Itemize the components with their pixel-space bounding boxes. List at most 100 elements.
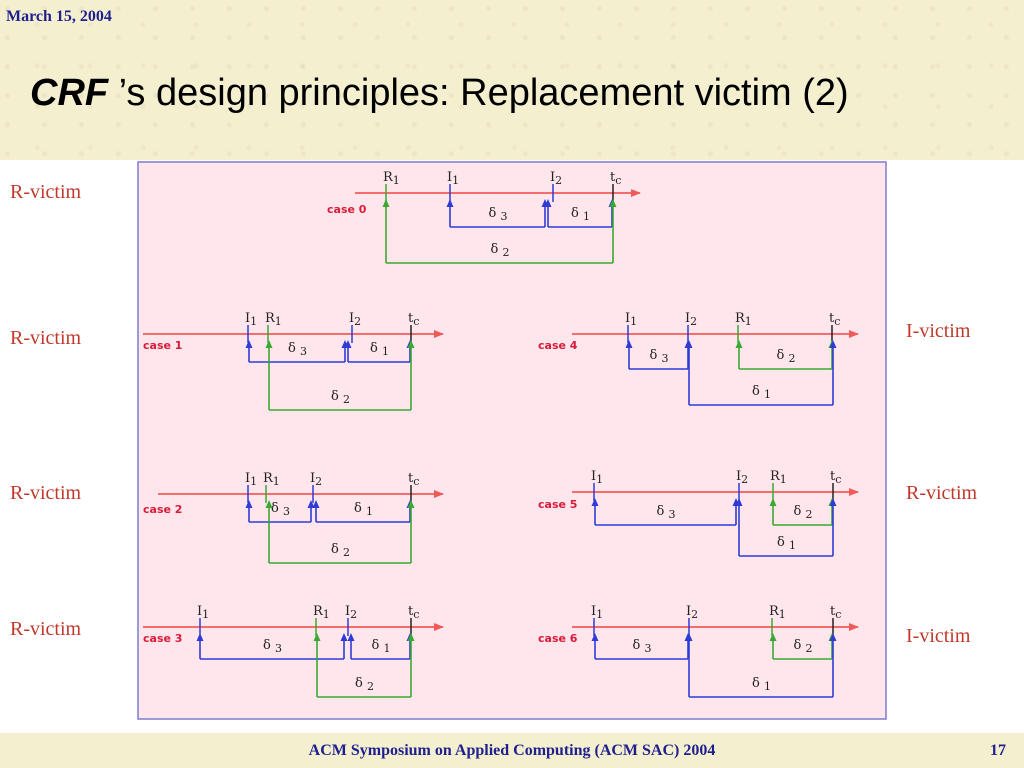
victim-label-right-1: I-victim xyxy=(906,320,971,342)
victim-label-left-4: R-victim xyxy=(10,618,82,640)
delta-label-2: δ 2 xyxy=(794,504,813,521)
tick-label-tc: tc xyxy=(408,604,419,621)
delta2-left-arrow-head xyxy=(313,633,321,641)
tick-label-I2: I2 xyxy=(736,469,748,486)
tick-label-I1: I1 xyxy=(625,311,637,328)
case-label: case 6 xyxy=(538,632,578,645)
delta1-left-arrow-head xyxy=(344,340,352,348)
delta-label-1: δ 1 xyxy=(372,638,391,655)
delta-label-1: δ 1 xyxy=(571,206,590,223)
tick-label-tc: tc xyxy=(610,170,621,187)
delta3-left-arrow-head xyxy=(625,340,633,348)
tick-label-R1: R1 xyxy=(769,604,786,621)
case-label: case 3 xyxy=(143,632,182,645)
case-label: case 4 xyxy=(538,339,578,352)
delta-label-2: δ 2 xyxy=(491,242,510,259)
case-group-5: case 5 I1 I2 R1 tc δ 3 δ 2 δ 1 xyxy=(538,469,859,557)
title-emphasis: CRF xyxy=(30,72,109,114)
tick-label-tc: tc xyxy=(408,311,419,328)
delta3-left-arrow-head xyxy=(591,633,599,641)
victim-label-right-3: I-victim xyxy=(906,625,971,647)
case-group-1: case 1 I1 R1 I2 tc δ 3 δ 1 δ 2 xyxy=(143,311,444,411)
delta3-right-arrow-head xyxy=(340,633,348,641)
delta-label-3: δ 3 xyxy=(489,206,508,223)
delta-label-3: δ 3 xyxy=(271,501,290,518)
delta3-left-arrow-head xyxy=(196,633,204,641)
delta2-right-arrow-head xyxy=(407,633,415,641)
header-band xyxy=(0,0,1024,160)
case-label: case 1 xyxy=(143,339,182,352)
tick-label-I2: I2 xyxy=(310,471,322,488)
delta1-left-arrow-head xyxy=(685,633,693,641)
case-label: case 0 xyxy=(327,203,367,216)
delta2-left-arrow-head xyxy=(265,340,273,348)
delta2-left-arrow-head xyxy=(769,633,777,641)
tick-label-R1: R1 xyxy=(313,604,330,621)
tick-label-R1: R1 xyxy=(735,311,752,328)
delta2-right-arrow-head xyxy=(407,500,415,508)
victim-label-left-1: R-victim xyxy=(10,181,82,203)
delta2-left-arrow-head xyxy=(265,500,273,508)
tick-label-I2: I2 xyxy=(345,604,357,621)
delta1-right-arrow-head xyxy=(829,633,837,641)
delta-label-2: δ 2 xyxy=(794,638,813,655)
victim-label-right-2: R-victim xyxy=(906,482,978,504)
delta1-left-arrow-head xyxy=(312,500,320,508)
delta1-right-arrow-head xyxy=(829,340,837,348)
slide-date: March 15, 2004 xyxy=(6,8,112,25)
delta-label-1: δ 1 xyxy=(354,501,373,518)
footer-band xyxy=(0,733,1024,768)
tick-label-I1: I1 xyxy=(591,604,603,621)
delta-label-2: δ 2 xyxy=(777,348,796,365)
delta2-left-arrow-head xyxy=(769,498,777,506)
tick-label-I2: I2 xyxy=(349,311,361,328)
case-group-2: case 2 I1 R1 I2 tc δ 3 δ 1 δ 2 xyxy=(143,471,444,564)
delta-label-2: δ 2 xyxy=(331,389,350,406)
delta1-right-arrow-head xyxy=(829,498,837,506)
tick-label-I2: I2 xyxy=(550,170,562,187)
delta-label-1: δ 1 xyxy=(752,676,771,693)
title-rest: ’s design principles: Replacement victim… xyxy=(108,72,849,114)
tick-label-I1: I1 xyxy=(245,311,257,328)
tick-label-R1: R1 xyxy=(265,311,282,328)
delta-label-3: δ 3 xyxy=(657,504,676,521)
tick-label-tc: tc xyxy=(830,469,841,486)
tick-label-I1: I1 xyxy=(447,170,459,187)
tick-label-I1: I1 xyxy=(591,469,603,486)
delta-label-2: δ 2 xyxy=(331,542,350,559)
tick-label-R1: R1 xyxy=(770,469,787,486)
delta1-left-arrow-head xyxy=(544,199,552,207)
delta2-left-arrow-head xyxy=(735,340,743,348)
delta1-left-arrow-head xyxy=(347,633,355,641)
victim-label-left-3: R-victim xyxy=(10,482,82,504)
tick-label-tc: tc xyxy=(829,311,840,328)
delta-label-3: δ 3 xyxy=(263,638,282,655)
delta-label-1: δ 1 xyxy=(777,535,796,552)
delta-label-3: δ 3 xyxy=(650,348,669,365)
delta1-left-arrow-head xyxy=(735,498,743,506)
case-label: case 5 xyxy=(538,498,577,511)
tick-label-I2: I2 xyxy=(686,604,698,621)
delta-label-1: δ 1 xyxy=(370,341,389,358)
delta3-right-arrow-head xyxy=(307,500,315,508)
delta3-left-arrow-head xyxy=(446,199,454,207)
tick-label-tc: tc xyxy=(408,471,419,488)
delta-label-1: δ 1 xyxy=(752,384,771,401)
page-number: 17 xyxy=(990,742,1006,759)
delta3-left-arrow-head xyxy=(591,498,599,506)
delta-label-2: δ 2 xyxy=(355,676,374,693)
tick-label-I1: I1 xyxy=(245,471,257,488)
delta1-left-arrow-head xyxy=(685,340,693,348)
case-label: case 2 xyxy=(143,503,182,516)
victim-label-left-2: R-victim xyxy=(10,327,82,349)
slide-title: CRF ’s design principles: Replacement vi… xyxy=(30,72,849,115)
delta2-left-arrow-head xyxy=(382,199,390,207)
delta-label-3: δ 3 xyxy=(288,341,307,358)
footer-text: ACM Symposium on Applied Computing (ACM … xyxy=(308,742,716,759)
tick-label-R1: R1 xyxy=(263,471,280,488)
